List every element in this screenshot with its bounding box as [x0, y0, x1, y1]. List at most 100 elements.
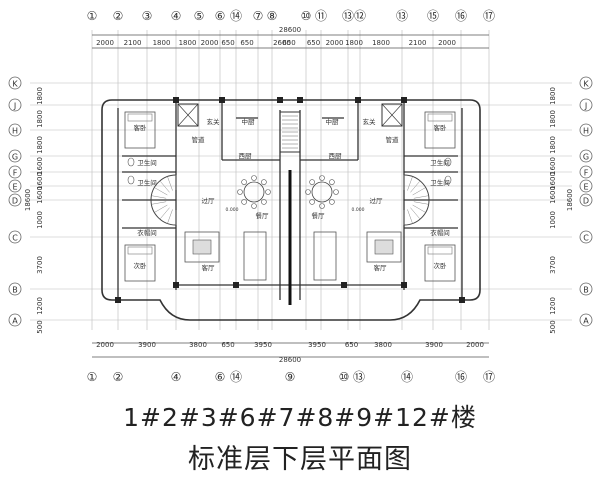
column — [277, 97, 283, 103]
room-label-bath-1: 卫生间 — [137, 158, 157, 167]
bed-pillow — [427, 246, 453, 255]
dimension-bottom-value: 3900 — [138, 341, 156, 349]
toilet — [444, 175, 452, 185]
room-label-dining-right: 餐厅 — [312, 211, 326, 220]
dimension-left-value: 1600 — [36, 186, 44, 204]
chair — [241, 179, 247, 185]
elevator-box — [381, 103, 403, 127]
row-bubble-right — [579, 165, 593, 179]
chair — [261, 199, 267, 205]
column — [219, 97, 225, 103]
row-label-left: A — [12, 317, 18, 326]
dimension-left-value: 3700 — [36, 256, 44, 274]
row-label-left: E — [12, 183, 17, 192]
dimension-bottom-value: 650 — [221, 341, 234, 349]
room-label-pipe-left: 管道 — [192, 135, 206, 144]
dimension-bottom-value: 650 — [345, 341, 358, 349]
column — [115, 297, 121, 303]
stair-tread — [410, 207, 421, 220]
row-bubble-right — [579, 98, 593, 112]
room-label-second-right: 次卧 — [434, 261, 448, 270]
axis-label-top: ⑪ — [315, 9, 327, 23]
room-label-corridor-left: 过厅 — [202, 196, 216, 205]
dimension-bottom-value: 3950 — [254, 341, 272, 349]
chair — [333, 189, 339, 195]
axis-label-top: ⑩ — [301, 9, 312, 23]
row-bubble-left — [8, 76, 22, 90]
row-bubble-right — [579, 230, 593, 244]
dimension-top-value: 650 — [307, 39, 320, 47]
chair — [241, 199, 247, 205]
stair-tread — [412, 204, 426, 213]
dimension-top-value: 1800 — [153, 39, 171, 47]
row-bubble-right — [579, 282, 593, 296]
axis-label-top: ⑭ — [230, 9, 242, 23]
coffee-table — [374, 239, 394, 255]
bed — [124, 244, 156, 282]
chair — [305, 189, 311, 195]
axis-label-top: ⑬ — [342, 9, 354, 23]
row-label-right: C — [583, 234, 589, 243]
row-bubble-right — [579, 123, 593, 137]
row-bubble-left — [8, 165, 22, 179]
dimension-left-value: 1200 — [36, 297, 44, 315]
row-label-right: F — [584, 169, 589, 178]
axis-label-bottom: ⑨ — [285, 370, 296, 384]
row-label-left: J — [13, 102, 16, 111]
axis-label-top: ⑯ — [455, 9, 467, 23]
row-label-left: F — [13, 169, 18, 178]
dimension-right-total: 18600 — [566, 189, 574, 211]
room-label-western-kitchen-left: 西厨 — [239, 152, 253, 160]
stair-tread — [413, 201, 429, 205]
dimension-top-total: 28600 — [279, 26, 301, 34]
row-bubble-right — [579, 149, 593, 163]
room-label-corridor-right: 过厅 — [370, 196, 384, 205]
axis-label-bottom: ⑬ — [353, 370, 365, 384]
axis-label-bottom: ⑩ — [339, 370, 350, 384]
column — [355, 97, 361, 103]
room-label-bath-3: 卫生间 — [430, 158, 450, 167]
row-bubble-left — [8, 282, 22, 296]
dimension-right-value: 1200 — [549, 297, 557, 315]
dimension-left-value: 1800 — [36, 87, 44, 105]
bed — [124, 111, 156, 149]
axis-label-top: ⑮ — [427, 9, 439, 23]
axis-label-bottom: ⑥ — [215, 370, 226, 384]
chair — [319, 175, 325, 181]
row-label-right: K — [583, 80, 589, 89]
dimension-bottom-value: 2000 — [96, 341, 114, 349]
row-bubble-left — [8, 313, 22, 327]
row-label-right: B — [583, 286, 589, 295]
round-table — [311, 181, 333, 203]
grid-lines — [30, 30, 572, 358]
stair-tread — [407, 209, 413, 224]
axis-label-bottom: ① — [87, 370, 98, 384]
axis-label-bottom: ⑯ — [455, 370, 467, 384]
stair-tread — [413, 195, 429, 199]
room-label-guest-left: 客卧 — [134, 123, 148, 132]
stair-tread — [151, 195, 167, 199]
room-label-pipe-right: 管道 — [386, 135, 400, 144]
dimension-right-value: 1800 — [549, 87, 557, 105]
axis-label-top: ⑫ — [354, 9, 366, 23]
dimension-bottom-value: 3900 — [425, 341, 443, 349]
row-label-left: H — [12, 127, 18, 136]
caption-plan-title: 标准层下层平面图 — [188, 444, 412, 475]
column — [341, 282, 347, 288]
row-label-left: K — [12, 80, 18, 89]
dimension-right-value: 3700 — [549, 256, 557, 274]
dimension-right-value: 1800 — [549, 110, 557, 128]
bed-pillow — [127, 113, 153, 122]
long-table — [313, 231, 337, 281]
dimension-right-value: 1600 — [549, 157, 557, 175]
dimension-top-value: 2100 — [409, 39, 427, 47]
stair-tread — [167, 209, 173, 224]
row-bubble-right — [579, 313, 593, 327]
bed — [424, 111, 456, 149]
toilet — [127, 157, 135, 167]
axis-label-top: ⑬ — [396, 9, 408, 23]
column — [173, 97, 179, 103]
row-bubble-right — [579, 193, 593, 207]
